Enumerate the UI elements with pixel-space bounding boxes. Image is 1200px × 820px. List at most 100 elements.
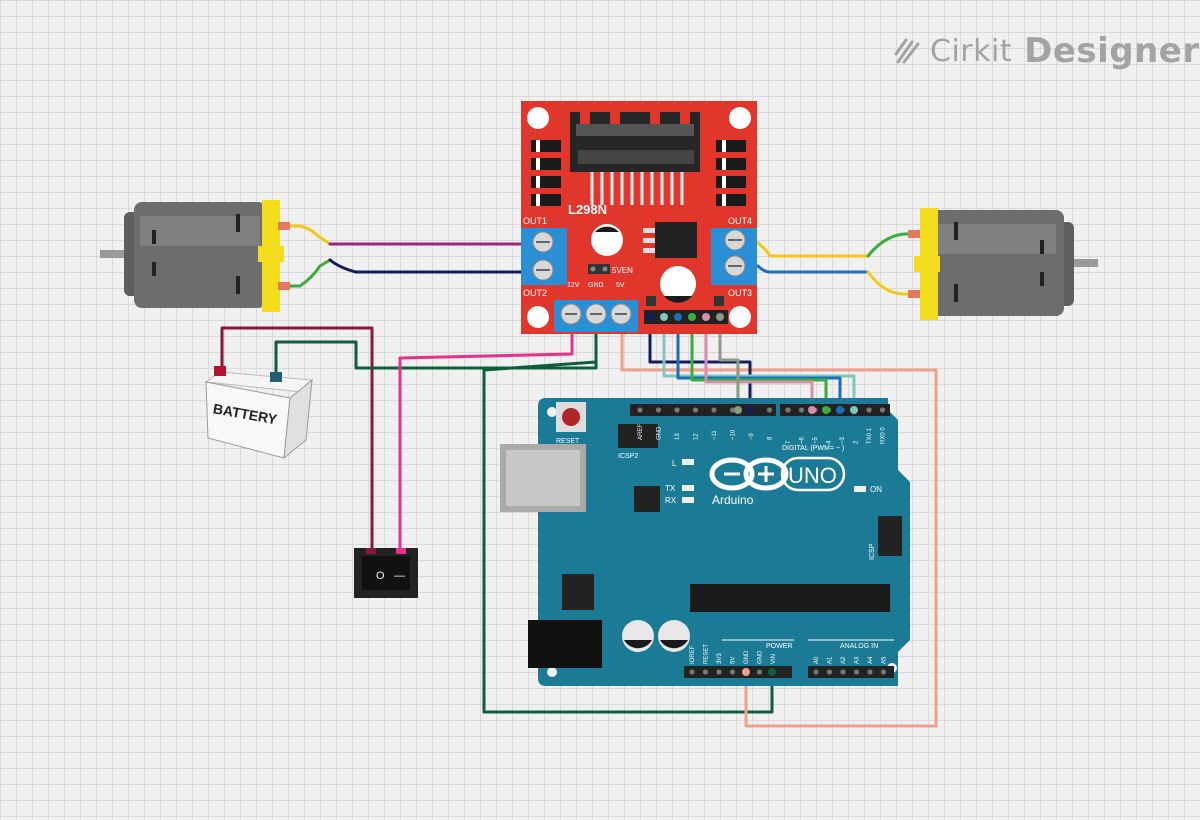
wire-left-motor-yellow[interactable] xyxy=(281,224,332,246)
mount-hole xyxy=(527,107,549,129)
analog-header[interactable] xyxy=(808,666,894,678)
brand-name-designer: Designer xyxy=(1024,31,1200,71)
icsp2-label: ICSP2 xyxy=(618,453,638,460)
pin-label: 13 xyxy=(675,433,681,440)
header-pin[interactable] xyxy=(711,407,717,413)
pin-label: GND xyxy=(744,650,750,664)
header-pin[interactable] xyxy=(866,407,872,413)
battery[interactable]: BATTERY xyxy=(204,366,313,460)
l298n-driver-board[interactable]: L298N 5VEN OUT1 OUT2 OUT4 OUT3 12V GND 5… xyxy=(521,101,757,334)
header-pin[interactable] xyxy=(840,669,846,675)
pin-label: VIN xyxy=(771,654,777,664)
battery-positive-terminal[interactable] xyxy=(214,366,226,376)
control-header[interactable] xyxy=(644,296,728,324)
pin-label: 7 xyxy=(786,440,792,444)
wire-battery-dark-green[interactable] xyxy=(274,316,598,380)
pin-label: 2 xyxy=(854,440,860,444)
terminal-out1-out2[interactable] xyxy=(521,228,567,285)
cirkit-logo-icon xyxy=(894,38,920,64)
reset-label: RESET xyxy=(556,438,580,445)
wire-in2-blue[interactable] xyxy=(676,316,842,412)
wire-ena-navy[interactable] xyxy=(648,316,752,412)
wire-in1-teal[interactable] xyxy=(662,316,856,412)
wire-in4-pink[interactable] xyxy=(704,316,814,412)
pin-label: ~3 xyxy=(840,436,846,444)
pin-label: RESET xyxy=(704,644,710,664)
header-pin[interactable] xyxy=(692,407,699,413)
pin-label: 3V3 xyxy=(717,653,723,664)
dc-motor-right[interactable] xyxy=(908,208,1098,320)
usb-chip xyxy=(634,486,660,512)
header-pin[interactable] xyxy=(637,407,643,413)
wire-switch-pink[interactable] xyxy=(398,316,574,550)
header-pin[interactable] xyxy=(826,669,833,675)
dc-motor-left[interactable] xyxy=(100,200,290,312)
wire-battery-maroon[interactable] xyxy=(220,326,374,550)
digital-label: DIGITAL (PWM= ~ ) xyxy=(782,445,844,452)
header-pin[interactable] xyxy=(766,407,773,413)
pin-label: A3 xyxy=(855,656,861,664)
header-pin[interactable] xyxy=(813,669,819,675)
rocker-switch[interactable]: O — xyxy=(354,548,418,598)
header-pin[interactable] xyxy=(880,669,887,675)
pin-label: 5V xyxy=(731,657,737,664)
terminal-out3-out4[interactable] xyxy=(711,228,757,285)
header-pin[interactable] xyxy=(729,669,736,675)
5ven-jumper[interactable] xyxy=(588,264,610,274)
wire-left-motor-green[interactable] xyxy=(281,258,332,288)
header-pin[interactable] xyxy=(729,407,736,413)
pin-label: 8 xyxy=(768,436,774,440)
header-pin[interactable] xyxy=(702,669,709,675)
wires xyxy=(220,224,938,728)
dc-power-jack[interactable] xyxy=(528,620,602,668)
header-pin[interactable] xyxy=(655,407,662,413)
header-pin[interactable] xyxy=(798,407,805,413)
led-tx xyxy=(682,485,694,491)
regulator xyxy=(562,574,594,610)
pin-label: 4 xyxy=(827,440,833,444)
icsp-label: ICSP xyxy=(869,543,876,560)
switch-on-mark: O xyxy=(376,570,385,582)
switch-off-mark: — xyxy=(394,570,405,582)
analog-label: ANALOG IN xyxy=(840,643,878,650)
header-pin[interactable] xyxy=(756,669,763,675)
header-pin[interactable] xyxy=(716,669,722,675)
pin-label: GND xyxy=(758,650,764,664)
diode-bands xyxy=(536,140,726,206)
header-pin[interactable] xyxy=(867,669,873,675)
wire-in3-green[interactable] xyxy=(690,316,828,412)
header-pin[interactable] xyxy=(689,669,695,675)
pin-label: A5 xyxy=(882,656,888,664)
pin-label: RX0 0 xyxy=(881,427,887,444)
header-pin[interactable] xyxy=(853,669,860,675)
icsp-header[interactable] xyxy=(878,516,902,556)
wire-out2-navy[interactable] xyxy=(328,258,530,274)
terminal-power[interactable] xyxy=(554,300,638,332)
header-pin[interactable] xyxy=(785,407,791,413)
wire-out4-yellow[interactable] xyxy=(742,236,870,258)
pin-label: AREF xyxy=(638,424,644,440)
pin-label: TX0 1 xyxy=(867,427,873,444)
battery-negative-terminal[interactable] xyxy=(270,372,282,382)
power-header[interactable] xyxy=(684,666,792,678)
arduino-infinity-logo xyxy=(709,457,789,491)
uno-badge xyxy=(780,456,846,492)
wire-5v-salmon[interactable] xyxy=(620,316,938,728)
capacitor-large xyxy=(660,266,696,302)
header-pin[interactable] xyxy=(674,407,680,413)
pin-label: A4 xyxy=(868,656,874,664)
wire-right-motor-yellow[interactable] xyxy=(866,270,920,296)
heatsink xyxy=(570,112,700,172)
header-pin[interactable] xyxy=(879,407,886,413)
wire-right-motor-green[interactable] xyxy=(866,232,920,258)
icsp2-header[interactable] xyxy=(618,424,658,448)
wire-gnd-arduino-dark-green[interactable] xyxy=(482,360,774,714)
mount-hole xyxy=(729,107,751,129)
digital-header-left[interactable] xyxy=(630,404,776,416)
wire-out3-blue[interactable] xyxy=(742,264,870,274)
digital-header-right[interactable] xyxy=(780,404,890,416)
wire-enb-gray[interactable] xyxy=(718,316,740,412)
